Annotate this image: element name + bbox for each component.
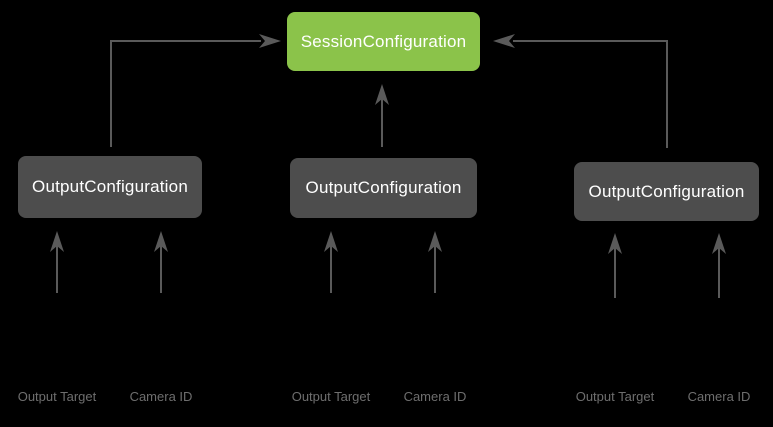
camera-id-label-3: Camera ID [687, 389, 751, 404]
camera-id-label-1: Camera ID [129, 389, 193, 404]
camera-id-label-2: Camera ID [403, 389, 467, 404]
arrow-output-target-3 [608, 233, 622, 298]
output-configuration-label: OutputConfiguration [32, 177, 188, 196]
session-configuration-box: SessionConfiguration [287, 12, 480, 71]
output-target-label-3: Output Target [575, 389, 655, 404]
arrow-output-target-1 [50, 231, 64, 293]
output-target-label-1: Output Target [17, 389, 97, 404]
output-configuration-box-1: OutputConfiguration [18, 156, 202, 218]
output-configuration-box-3: OutputConfiguration [574, 162, 759, 221]
output-target-label-2: Output Target [291, 389, 371, 404]
arrow-camera-id-1 [154, 231, 168, 293]
output-configuration-label: OutputConfiguration [305, 178, 462, 197]
arrow-output1-to-session [110, 34, 281, 147]
arrow-camera-id-3 [712, 233, 726, 298]
output-configuration-box-2: OutputConfiguration [290, 158, 477, 218]
arrow-output-target-2 [324, 231, 338, 293]
session-configuration-label: SessionConfiguration [300, 31, 467, 51]
output-configuration-label: OutputConfiguration [588, 181, 745, 201]
arrow-camera-id-2 [428, 231, 442, 293]
arrow-output2-to-session [375, 84, 389, 147]
arrow-output3-to-session [493, 34, 668, 148]
